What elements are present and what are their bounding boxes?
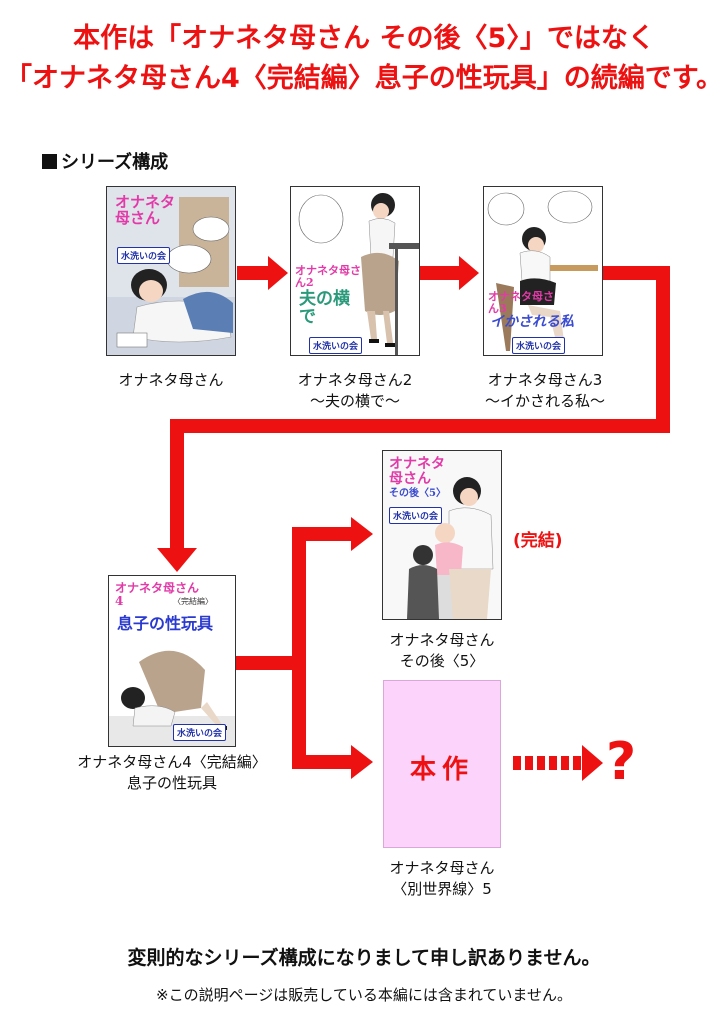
caption-volume-5: オナネタ母さん その後〈5〉: [362, 630, 522, 672]
caption-volume-2: オナネタ母さん2 〜夫の横で〜: [270, 370, 440, 412]
cover-5-title: オナネタ母さん: [389, 456, 445, 487]
cover-3-subtitle: イかされる私: [490, 314, 574, 330]
dash-1: [513, 756, 521, 770]
caption-volume-1: オナネタ母さん: [96, 370, 246, 391]
branch-lower-head: [351, 745, 373, 779]
arrow-1-2-head: [268, 256, 288, 290]
note-text: ※この説明ページは販売している本編には含まれていません。: [156, 986, 572, 1004]
section-title-text: シリーズ構成: [61, 152, 169, 173]
caption-volume-3: オナネタ母さん3 〜イかされる私〜: [460, 370, 630, 412]
connector-3-down: [656, 266, 670, 432]
caption-3-line-1: オナネタ母さん3: [487, 371, 603, 389]
cover-5-art: [383, 451, 501, 619]
caption-1-line-1: オナネタ母さん: [118, 371, 224, 389]
cover-2-subtitle: 夫の横で: [299, 289, 350, 327]
arrow-2-3-shaft: [420, 266, 460, 280]
dash-5: [561, 756, 569, 770]
square-bullet-icon: [42, 154, 57, 169]
cover-2-art: [291, 187, 419, 355]
branch-from-4: [236, 656, 300, 670]
dash-2: [525, 756, 533, 770]
completed-label: (完結): [513, 531, 563, 551]
headline-line-1: 本作は「オナネタ母さん その後〈5〉」ではなく: [73, 23, 655, 54]
this-work-label: 本作: [409, 755, 474, 785]
cover-2-title: オナネタ母さん2: [295, 264, 361, 289]
caption-6-line-1: オナネタ母さん: [389, 859, 495, 877]
this-work-placeholder: 本作: [383, 680, 501, 848]
dash-4: [549, 756, 557, 770]
arrow-2-3-head: [459, 256, 479, 290]
cover-4-publisher: 水洗いの会: [173, 724, 227, 741]
dash-6: [573, 756, 581, 770]
apology-text: 変則的なシリーズ構成になりまして申し訳ありません。: [127, 947, 601, 969]
cover-5-publisher: 水洗いの会: [389, 507, 443, 524]
caption-volume-4: オナネタ母さん4〈完結編〉 息子の性玩具: [52, 752, 292, 794]
cover-3-art: [484, 187, 602, 355]
connector-3-across: [170, 419, 670, 433]
dashed-arrow-head: [582, 745, 603, 781]
cover-4-tag: 〈完結編〉: [173, 597, 213, 606]
caption-5-line-1: オナネタ母さん: [389, 631, 495, 649]
cover-2-publisher: 水洗いの会: [309, 337, 363, 354]
connector-4-down: [170, 419, 184, 550]
caption-3-line-2: 〜イかされる私〜: [484, 392, 605, 410]
cover-4-subtitle: 息子の性玩具: [117, 614, 214, 633]
caption-5-line-2: その後〈5〉: [399, 652, 485, 670]
cover-4-art: [109, 576, 235, 746]
caption-4-line-2: 息子の性玩具: [126, 774, 217, 792]
cover-1-art: [107, 187, 235, 355]
cover-volume-1: オナネタ母さん 水洗いの会: [106, 186, 236, 356]
cover-1-title: オナネタ母さん: [115, 193, 176, 227]
cover-4-title: オナネタ母さん4: [115, 581, 200, 608]
cover-volume-2: オナネタ母さん2 夫の横で 水洗いの会: [290, 186, 420, 356]
cover-volume-4: オナネタ母さん4 〈完結編〉 息子の性玩具 水洗いの会: [108, 575, 236, 747]
branch-vertical: [292, 527, 306, 769]
headline-line-2: 「オナネタ母さん4〈完結編〉息子の性玩具」の続編です。: [4, 63, 724, 94]
caption-2-line-2: 〜夫の横で〜: [309, 392, 400, 410]
connector-3-right: [603, 266, 666, 280]
cover-3-publisher: 水洗いの会: [512, 337, 566, 354]
arrow-1-2-shaft: [237, 266, 269, 280]
cover-5-subtitle: その後〈5〉: [389, 488, 446, 499]
dash-3: [537, 756, 545, 770]
arrow-to-4-head: [157, 548, 197, 572]
caption-4-line-1: オナネタ母さん4〈完結編〉: [77, 753, 267, 771]
cover-volume-3: オナネタ母さん3 イかされる私 水洗いの会: [483, 186, 603, 356]
caption-2-line-1: オナネタ母さん2: [297, 371, 413, 389]
branch-lower-shaft: [292, 755, 352, 769]
caption-this-work: オナネタ母さん 〈別世界線〉5: [362, 858, 522, 900]
cover-1-publisher: 水洗いの会: [117, 247, 171, 264]
cover-3-title: オナネタ母さん3: [488, 290, 554, 315]
caption-6-line-2: 〈別世界線〉5: [392, 880, 492, 898]
section-title: シリーズ構成: [42, 148, 168, 174]
branch-upper-shaft: [292, 527, 352, 541]
question-mark: ?: [606, 732, 637, 792]
branch-upper-head: [351, 517, 373, 551]
cover-volume-5: オナネタ母さん その後〈5〉 水洗いの会: [382, 450, 502, 620]
